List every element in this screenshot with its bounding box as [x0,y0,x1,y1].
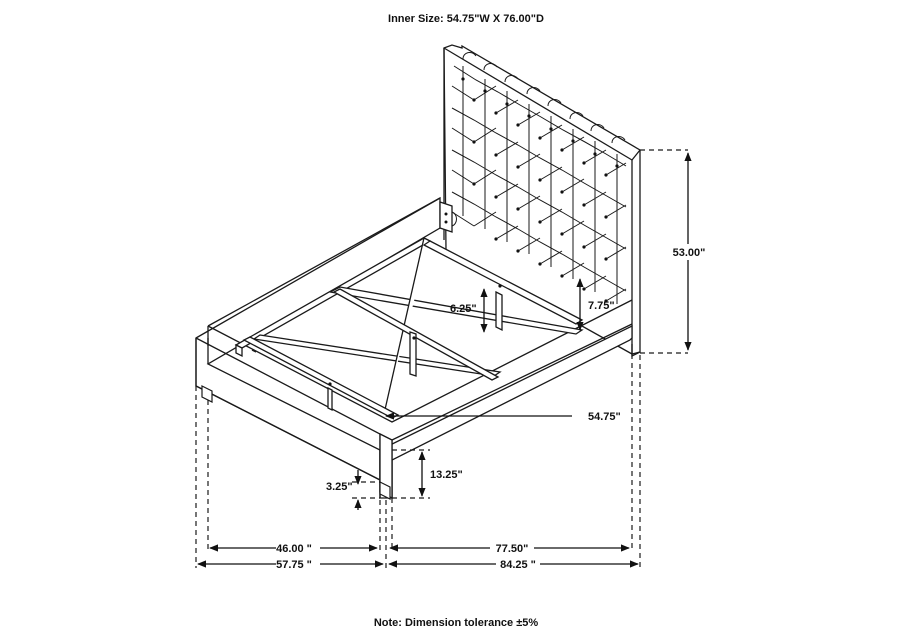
dimension-labels: 53.00" 7.75" 6.25" 54.75" 13.25" 3.25" 4… [276,244,710,571]
headboard [443,44,641,358]
headboard-bracket [439,201,457,233]
inner-length-label: 77.50" [496,543,529,555]
overall-length-label: 84.25 " [500,559,536,571]
footboard-height-label: 13.25" [430,469,463,481]
leg-height-label: 3.25" [326,481,353,493]
inner-width-label: 54.75" [588,411,621,423]
bed-legs [201,385,391,500]
inner-size-title: Inner Size: 54.75"W X 76.00"D [388,13,544,25]
overall-width-label: 57.75 " [276,559,312,571]
inner-width-front-label: 46.00 " [276,543,312,555]
headboard-height-label: 53.00" [673,247,706,259]
rail-height-label: 7.75" [588,300,615,312]
slat-clearance-label: 6.25" [450,303,477,315]
dimension-tolerance-note: Note: Dimension tolerance ±5% [374,617,539,629]
tufted-channels [451,51,627,304]
slat-system [234,237,584,419]
